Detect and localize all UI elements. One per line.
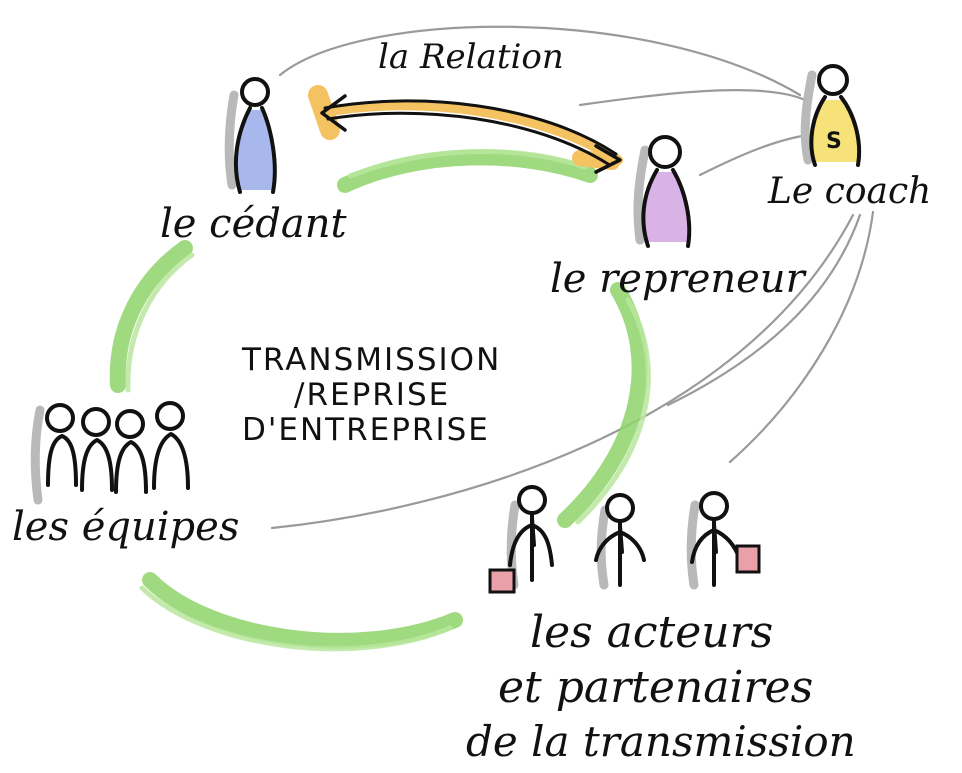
cedant-figure: [224, 77, 277, 194]
acteur-3-head: [699, 491, 729, 521]
relation-arrow-highlight-right: [572, 150, 620, 170]
coach-connectors: [270, 25, 875, 530]
team-member-1-body: [46, 434, 78, 487]
coach-figure: S: [800, 64, 862, 167]
acteur-1-head: [517, 485, 547, 515]
team-member-3-body: [114, 440, 148, 494]
team-member-2-head: [81, 407, 111, 437]
repreneur-head: [648, 135, 682, 169]
acteurs-group: [488, 485, 761, 594]
coach-body-fill: [812, 100, 860, 162]
coach-badge: S: [826, 129, 844, 154]
acteur-3: [686, 491, 761, 590]
connector-coach-middle: [666, 213, 862, 407]
repreneur-label: le repreneur: [550, 256, 808, 302]
equipes-label: les équipes: [12, 504, 239, 550]
cycle-arc-top: [337, 149, 598, 193]
relation-arrow-line-bottom: [326, 111, 610, 166]
coach-body: [809, 95, 862, 167]
connector-coach-repreneur: [698, 133, 810, 177]
acteurs-label-line2: et partenaires: [498, 662, 813, 713]
center-title-line2: /REPRISE: [294, 377, 450, 413]
team-member-4-head: [155, 401, 185, 431]
cedant-body-fill: [236, 110, 276, 190]
acteurs-label-line3: de la transmission: [466, 717, 856, 766]
team-member-3: [114, 409, 148, 494]
acteurs-label-line1: les acteurs: [530, 607, 773, 658]
cedant-shadow: [224, 90, 239, 190]
cycle-arc-bottom: [142, 572, 463, 649]
cycle-arc-top-streak: [347, 149, 588, 179]
team-member-1: [45, 403, 78, 487]
center-title: TRANSMISSION /REPRISE D'ENTREPRISE: [241, 342, 501, 448]
transmission-cycle: [109, 149, 651, 652]
team-member-1-head: [45, 403, 75, 433]
relation-arrow: la Relation: [308, 37, 623, 174]
team-member-2-body: [80, 438, 114, 492]
coach-head: [817, 64, 849, 96]
cycle-arc-left: [109, 240, 193, 393]
cedant-label: le cédant: [160, 201, 347, 247]
equipes-shadow: [30, 405, 45, 505]
coach-shadow: [800, 70, 817, 165]
relation-arrow-line-top: [323, 99, 618, 156]
relation-label: la Relation: [378, 37, 564, 77]
cycle-arc-right: [557, 282, 648, 528]
acteur-3-body: [690, 519, 742, 587]
cycle-arc-right-streak: [575, 297, 651, 525]
acteur-2-head: [605, 493, 635, 523]
connector-coach-equipes: [270, 213, 855, 530]
repreneur-body-fill: [644, 172, 691, 242]
connector-coach-repreneur-top: [578, 89, 807, 107]
team-member-3-head: [115, 409, 145, 439]
acteur-1: [488, 485, 554, 594]
cedant-head: [240, 77, 270, 107]
acteur-2-body: [594, 521, 646, 587]
acteur-1-body: [508, 513, 554, 582]
cycle-arc-bottom-streak: [139, 585, 453, 652]
acteur-3-shadow: [686, 500, 700, 590]
connector-coach-acteurs: [728, 210, 875, 464]
briefcase-icon: [488, 568, 516, 594]
center-title-line1: TRANSMISSION: [241, 342, 501, 378]
equipes-group: [30, 401, 190, 505]
relation-arrowhead-left: [320, 94, 347, 132]
acteur-2: [594, 493, 646, 590]
team-member-4-body: [152, 432, 190, 490]
relation-arrowhead-right: [594, 144, 622, 174]
center-title-line3: D'ENTREPRISE: [242, 412, 490, 448]
relation-arrow-body: [320, 100, 623, 165]
cycle-arc-left-streak: [125, 252, 195, 393]
team-member-4: [152, 401, 190, 490]
team-member-2: [80, 407, 114, 492]
connector-coach-cedant: [278, 25, 802, 97]
file-icon: [735, 544, 761, 574]
cedant-body: [233, 106, 277, 194]
repreneur-shadow: [633, 145, 650, 245]
repreneur-figure: [633, 135, 692, 248]
repreneur-body: [641, 168, 692, 248]
coach-label: Le coach: [767, 171, 931, 212]
